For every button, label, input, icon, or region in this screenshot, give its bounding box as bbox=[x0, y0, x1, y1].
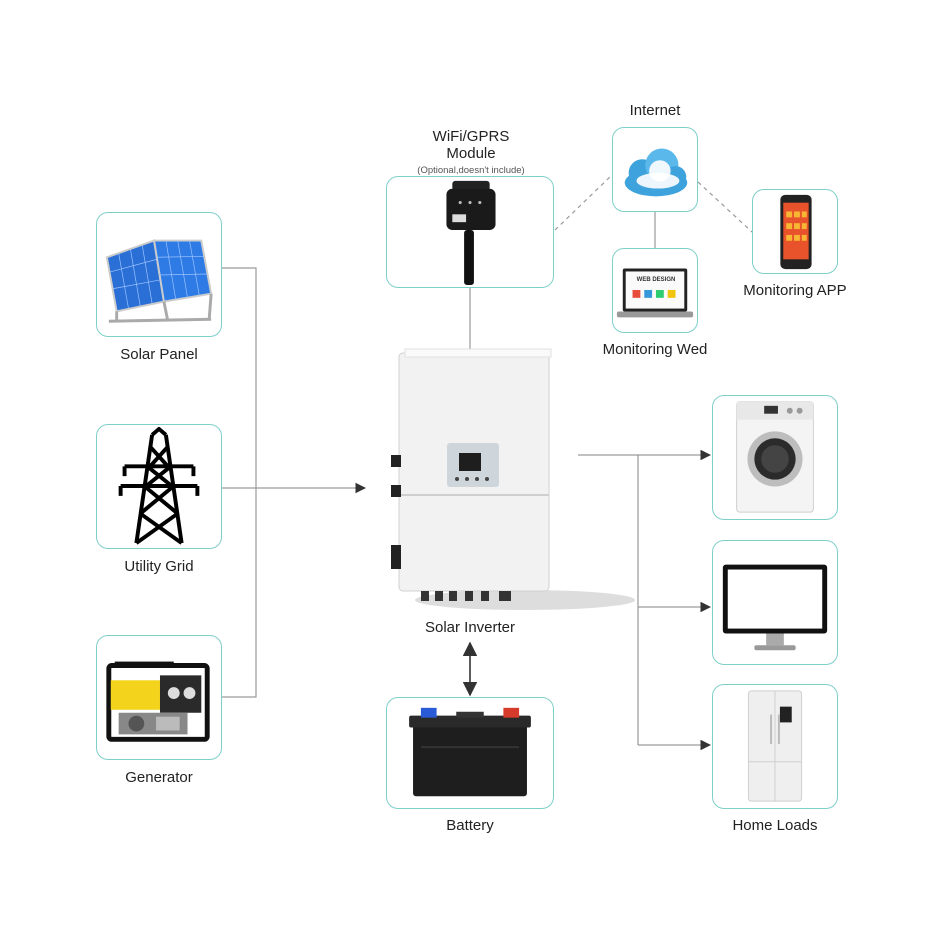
wifi-note: (Optional,doesn't include) bbox=[417, 165, 525, 176]
home-loads-label: Home Loads bbox=[732, 817, 818, 834]
wifi-module-title: WiFi/GPRS Module bbox=[386, 128, 556, 162]
monitor-icon bbox=[722, 564, 828, 651]
utility-grid-box bbox=[96, 424, 222, 549]
generator-label: Generator bbox=[125, 769, 193, 786]
cloud-icon bbox=[624, 148, 688, 197]
battery-icon bbox=[409, 707, 531, 797]
battery-label: Battery bbox=[446, 817, 494, 834]
solar-panel-label: Solar Panel bbox=[120, 346, 198, 363]
wifi-dongle-icon bbox=[446, 180, 496, 286]
wifi-module-box bbox=[386, 176, 554, 288]
wifi-internet-dashed bbox=[554, 174, 613, 231]
refrigerator-box bbox=[712, 684, 838, 809]
monitoring-app-box bbox=[752, 189, 838, 274]
wifi-title-line: WiFi/GPRS bbox=[432, 128, 510, 145]
laptop-screen-text: WEB DESIGN bbox=[636, 277, 676, 283]
solar-panel-box bbox=[96, 212, 222, 337]
solar-inverter-icon bbox=[391, 348, 635, 610]
refrigerator-icon bbox=[747, 690, 803, 802]
transmission-tower-icon bbox=[118, 426, 200, 545]
monitoring-web-box: WEB DESIGN bbox=[612, 248, 698, 333]
monitoring-app-label: Monitoring APP bbox=[743, 282, 847, 299]
generator-box bbox=[96, 635, 222, 760]
solar-inverter-label: Solar Inverter bbox=[424, 619, 516, 636]
utility-grid-label: Utility Grid bbox=[124, 558, 194, 575]
washing-machine-box bbox=[712, 395, 838, 520]
generator-icon bbox=[106, 661, 210, 742]
battery-box bbox=[386, 697, 554, 809]
monitoring-web-label: Monitoring Wed bbox=[602, 341, 708, 358]
smartphone-icon bbox=[780, 194, 812, 270]
wifi-module-line: Module bbox=[446, 145, 496, 162]
left-bus-line bbox=[222, 267, 257, 698]
solar-panel-icon bbox=[105, 239, 213, 323]
internet-label: Internet bbox=[629, 102, 681, 119]
internet-box bbox=[612, 127, 698, 212]
laptop-icon bbox=[616, 268, 694, 318]
washing-machine-icon bbox=[736, 401, 814, 513]
internet-app-dashed bbox=[697, 181, 753, 233]
computer-monitor-box bbox=[712, 540, 838, 665]
